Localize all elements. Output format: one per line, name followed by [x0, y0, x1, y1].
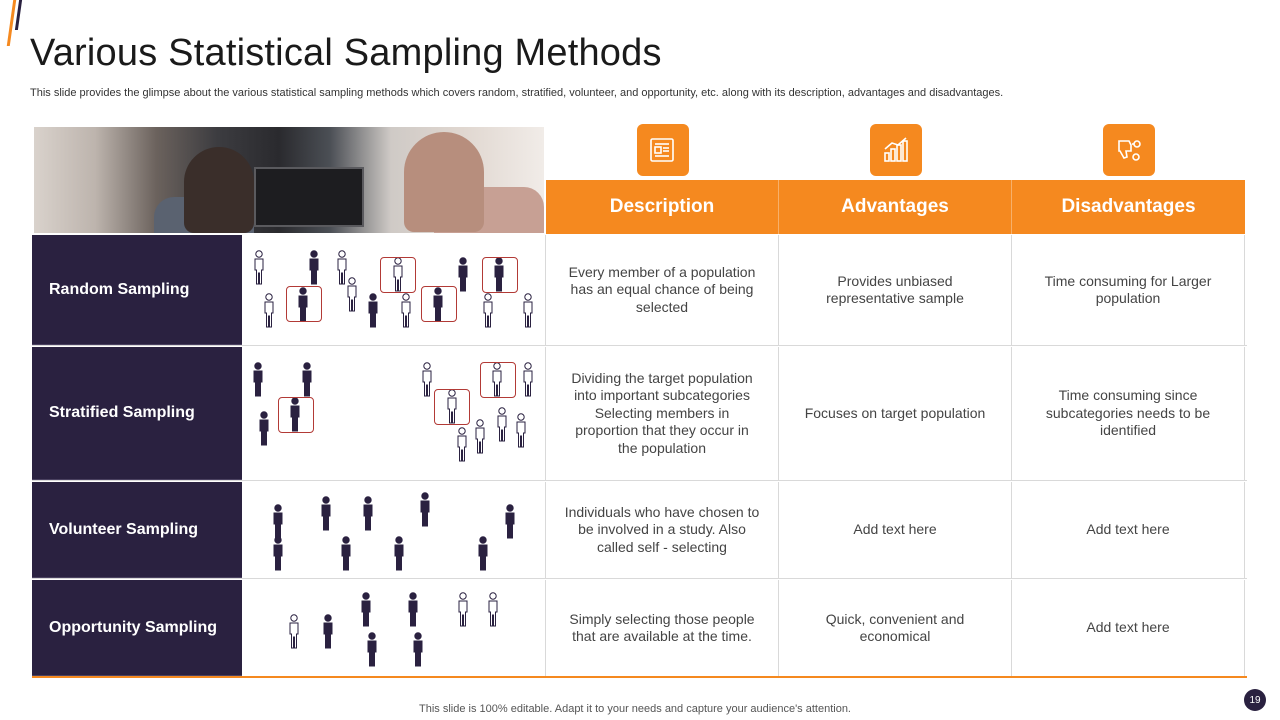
- people-illustration: [242, 347, 546, 480]
- person-icon: [446, 389, 458, 425]
- person-icon: [392, 257, 404, 293]
- people-illustration: [242, 482, 546, 578]
- person-icon: [362, 496, 374, 532]
- person-icon: [301, 362, 313, 398]
- person-icon: [504, 504, 516, 540]
- person-icon: [346, 277, 358, 313]
- disadvantages-cell: Add text here: [1012, 482, 1245, 578]
- description-cell: Individuals who have chosen to be involv…: [546, 482, 779, 578]
- selected-person-box: [380, 257, 416, 293]
- selected-person-box: [434, 389, 470, 425]
- person-icon: [336, 250, 348, 286]
- page-title: Various Statistical Sampling Methods: [30, 32, 662, 74]
- table-row: Volunteer Sampling Individuals who have …: [32, 482, 1247, 579]
- person-icon: [421, 362, 433, 398]
- person-icon: [522, 362, 534, 398]
- person-icon: [360, 592, 372, 628]
- person-icon: [432, 287, 444, 323]
- selected-person-box: [482, 257, 518, 293]
- description-cell: Dividing the target population into impo…: [546, 347, 779, 480]
- advantages-cell: Add text here: [779, 482, 1012, 578]
- person-icon: [482, 293, 494, 329]
- selected-person-box: [421, 286, 457, 322]
- people-illustration: [242, 235, 546, 345]
- method-label: Random Sampling: [32, 235, 242, 345]
- team-photo: [34, 127, 544, 233]
- disadvantages-thumbs-down-icon: [1103, 124, 1155, 176]
- person-icon: [419, 492, 431, 528]
- person-icon: [340, 536, 352, 572]
- person-icon: [366, 632, 378, 668]
- person-icon: [477, 536, 489, 572]
- person-icon: [412, 632, 424, 668]
- person-icon: [320, 496, 332, 532]
- person-icon: [252, 362, 264, 398]
- selected-person-box: [278, 397, 314, 433]
- person-icon: [522, 293, 534, 329]
- person-icon: [289, 397, 301, 433]
- person-icon: [253, 250, 265, 286]
- person-icon: [400, 293, 412, 329]
- description-cell: Every member of a population has an equa…: [546, 235, 779, 345]
- person-icon: [457, 257, 469, 293]
- person-icon: [322, 614, 334, 650]
- table-row: Opportunity Sampling Simply selecting th…: [32, 580, 1247, 678]
- advantages-cell: Focuses on target population: [779, 347, 1012, 480]
- person-icon: [297, 287, 309, 323]
- method-label: Opportunity Sampling: [32, 580, 242, 676]
- person-icon: [367, 293, 379, 329]
- advantages-growth-chart-icon: [870, 124, 922, 176]
- person-icon: [263, 293, 275, 329]
- person-icon: [393, 536, 405, 572]
- header-advantages: Advantages: [779, 180, 1012, 234]
- description-document-icon: [637, 124, 689, 176]
- selected-person-box: [480, 362, 516, 398]
- table-row: Stratified Sampling Dividing the target …: [32, 347, 1247, 481]
- method-label: Volunteer Sampling: [32, 482, 242, 578]
- accent-bars: [6, 0, 24, 48]
- header-description: Description: [546, 180, 779, 234]
- page-subtitle: This slide provides the glimpse about th…: [30, 87, 1004, 99]
- table-row: Random Sampling Every member of a popula…: [32, 235, 1247, 346]
- footer-note: This slide is 100% editable. Adapt it to…: [419, 703, 851, 715]
- person-icon: [491, 362, 503, 398]
- person-icon: [474, 419, 486, 455]
- description-cell: Simply selecting those people that are a…: [546, 580, 779, 676]
- disadvantages-cell: Add text here: [1012, 580, 1245, 676]
- person-icon: [258, 411, 270, 447]
- person-icon: [272, 504, 284, 540]
- person-icon: [407, 592, 419, 628]
- person-icon: [456, 427, 468, 463]
- header-disadvantages: Disadvantages: [1012, 180, 1245, 234]
- advantages-cell: Provides unbiased representative sample: [779, 235, 1012, 345]
- person-icon: [515, 413, 527, 449]
- person-icon: [457, 592, 469, 628]
- people-illustration: [242, 580, 546, 676]
- disadvantages-cell: Time consuming since subcategories needs…: [1012, 347, 1245, 480]
- table-header: Description Advantages Disadvantages: [546, 180, 1245, 234]
- advantages-cell: Quick, convenient and economical: [779, 580, 1012, 676]
- method-label: Stratified Sampling: [32, 347, 242, 480]
- selected-person-box: [286, 286, 322, 322]
- person-icon: [308, 250, 320, 286]
- page-number: 19: [1244, 689, 1266, 711]
- person-icon: [272, 536, 284, 572]
- person-icon: [288, 614, 300, 650]
- disadvantages-cell: Time consuming for Larger population: [1012, 235, 1245, 345]
- person-icon: [487, 592, 499, 628]
- person-icon: [496, 407, 508, 443]
